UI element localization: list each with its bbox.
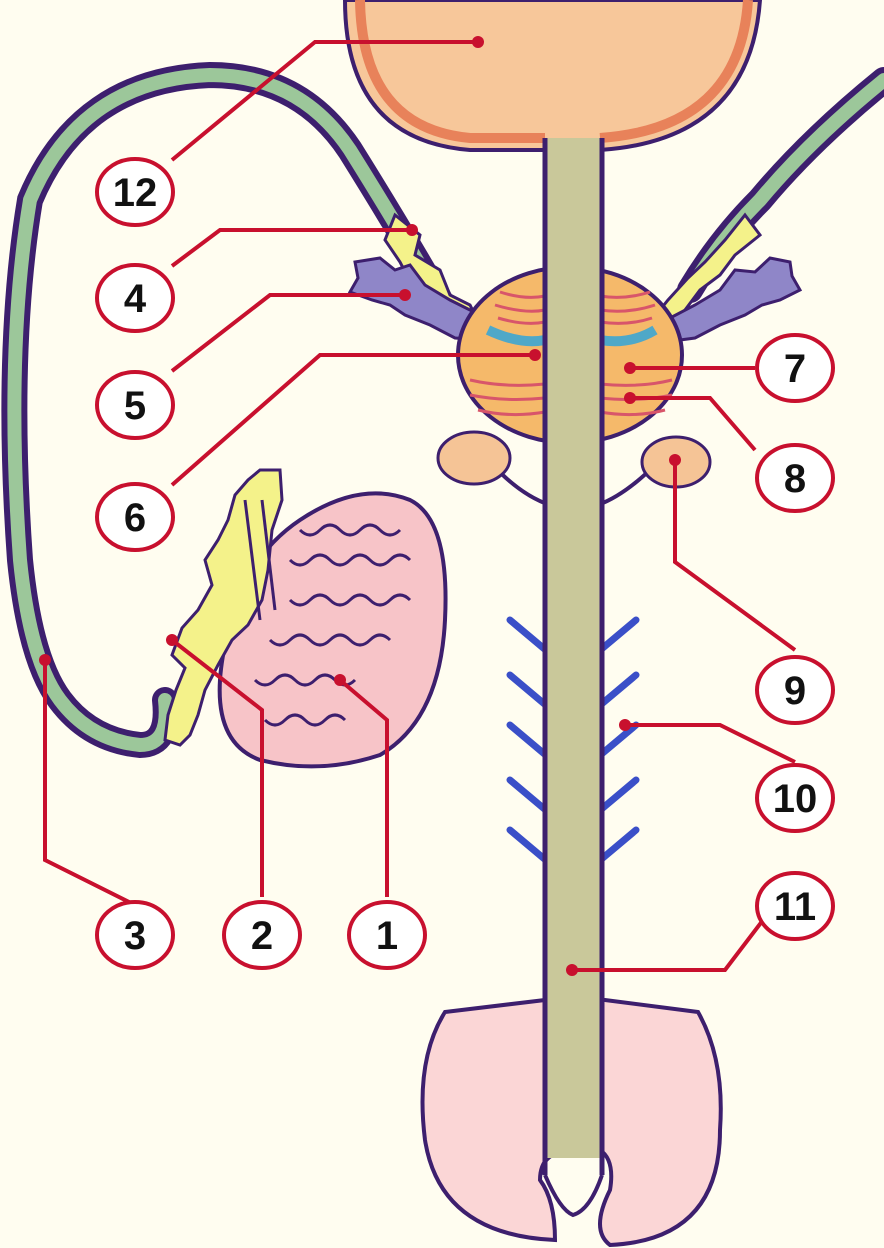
svg-text:6: 6 — [124, 496, 146, 540]
svg-text:12: 12 — [113, 171, 158, 215]
label-5: 5 — [97, 372, 173, 438]
svg-text:8: 8 — [784, 457, 806, 501]
label-4: 4 — [97, 265, 173, 331]
svg-text:1: 1 — [376, 914, 398, 958]
svg-text:9: 9 — [784, 669, 806, 713]
svg-text:3: 3 — [124, 914, 146, 958]
svg-text:4: 4 — [124, 277, 147, 321]
pointer-10 — [625, 725, 795, 762]
svg-text:5: 5 — [124, 384, 146, 428]
label-1: 1 — [349, 902, 425, 968]
label-12: 12 — [97, 159, 173, 225]
label-3: 3 — [97, 902, 173, 968]
urethra — [545, 138, 602, 1215]
bladder — [345, 0, 760, 150]
svg-text:10: 10 — [773, 777, 818, 821]
label-11: 11 — [757, 873, 833, 939]
label-8: 8 — [757, 445, 833, 511]
label-10: 10 — [757, 765, 833, 831]
label-9: 9 — [757, 657, 833, 723]
svg-text:11: 11 — [774, 885, 816, 929]
svg-text:7: 7 — [784, 347, 806, 391]
label-2: 2 — [224, 902, 300, 968]
label-7: 7 — [757, 335, 833, 401]
svg-text:2: 2 — [251, 914, 273, 958]
label-6: 6 — [97, 484, 173, 550]
pointer-5 — [172, 295, 405, 371]
